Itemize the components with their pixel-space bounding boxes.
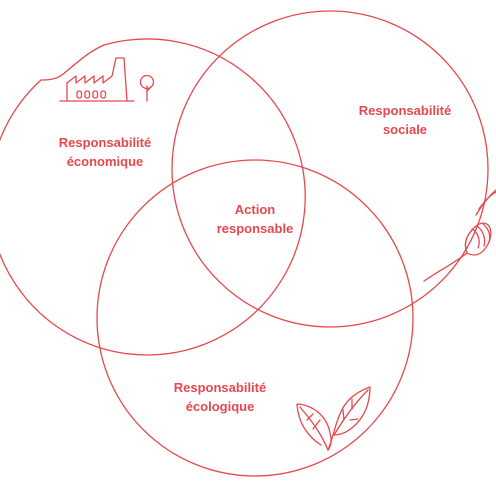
label-social-line1: Responsabilité	[358, 103, 452, 118]
label-social: Responsabilité sociale	[330, 101, 480, 139]
factory-icon	[59, 57, 135, 102]
label-center-line1: Action	[234, 202, 276, 217]
circle-ecological	[96, 159, 414, 477]
landscape-line	[40, 44, 105, 81]
circle-social	[171, 10, 489, 328]
leaves-icon	[296, 386, 371, 451]
label-ecological-line1: Responsabilité	[173, 380, 267, 395]
label-economic: Responsabilité économique	[30, 133, 180, 171]
tree-icon	[139, 74, 155, 102]
circle-economic	[0, 38, 306, 356]
label-center-line2: responsable	[216, 221, 294, 236]
label-center: Action responsable	[190, 200, 320, 238]
label-ecological-line2: écologique	[185, 399, 255, 414]
hand-icon	[423, 189, 496, 282]
label-economic-line1: Responsabilité	[58, 135, 152, 150]
label-economic-line2: économique	[66, 154, 144, 169]
label-ecological: Responsabilité écologique	[145, 378, 295, 416]
label-social-line2: sociale	[382, 122, 428, 137]
